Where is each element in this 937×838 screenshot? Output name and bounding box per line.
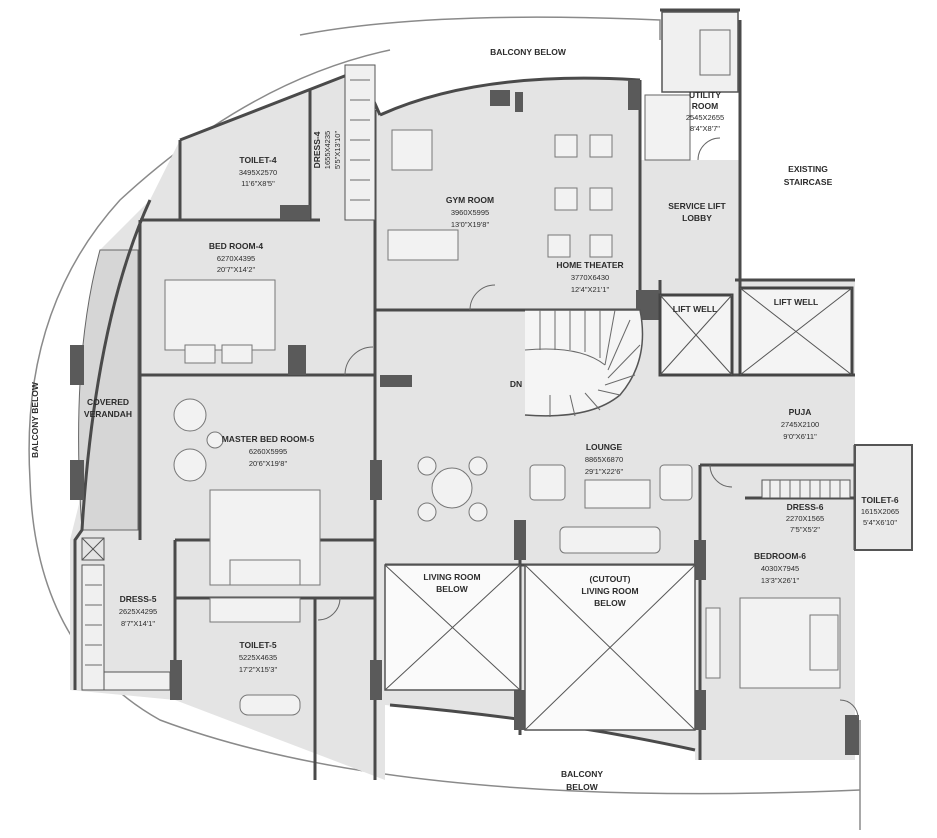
cutout-living-room-1: (CUTOUT)	[590, 574, 631, 584]
lounge-size: 8865X6870	[585, 455, 623, 464]
lift-well-2-label: LIFT WELL	[774, 297, 818, 307]
utility-room-name-2: ROOM	[692, 101, 718, 111]
home-theater-name: HOME THEATER	[556, 260, 623, 270]
master-bed-room-5-size: 6260X5995	[249, 447, 287, 456]
toilet-5-imperial: 17'2"X15'3"	[239, 665, 278, 674]
service-lift-lobby-1: SERVICE LIFT	[668, 201, 726, 211]
master-bed-room-5-name: MASTER BED ROOM-5	[222, 434, 315, 444]
dress-4-imperial: 5'5"X13'10"	[333, 131, 342, 170]
living-room-below-2: BELOW	[436, 584, 469, 594]
toilet-4-name: TOILET-4	[239, 155, 276, 165]
lounge-name: LOUNGE	[586, 442, 623, 452]
toilet-6-name: TOILET-6	[861, 495, 898, 505]
dress-5-name: DRESS-5	[120, 594, 157, 604]
puja-size: 2745X2100	[781, 420, 819, 429]
utility-room-name-1: UTILITY	[689, 90, 721, 100]
toilet-4-imperial: 11'6"X8'5"	[241, 179, 275, 188]
dress-4-size: 1655X4235	[323, 131, 332, 169]
balcony-bottom-label-1: BALCONY	[561, 769, 603, 779]
toilet-6-imperial: 5'4"X6'10"	[863, 518, 897, 527]
balcony-top-label: BALCONY BELOW	[490, 47, 567, 57]
bedroom-6-imperial: 13'3"X26'1"	[761, 576, 800, 585]
structural-columns	[70, 80, 859, 755]
lounge-imperial: 29'1"X22'6"	[585, 467, 624, 476]
existing-staircase-1: EXISTING	[788, 164, 828, 174]
balcony-outline-top	[299, 16, 661, 40]
puja-imperial: 9'0"X6'11"	[783, 432, 817, 441]
dn-label: DN	[510, 379, 522, 389]
utility-room-imperial: 8'4"X8'7"	[690, 124, 720, 133]
internal-staircase	[524, 309, 644, 417]
bed-room-4-imperial: 20'7"X14'2"	[217, 265, 256, 274]
dress-6-name: DRESS-6	[787, 502, 824, 512]
lift-well-shafts	[658, 286, 854, 377]
bedroom-6-size: 4030X7945	[761, 564, 799, 573]
dress-5-size: 2625X4295	[119, 607, 157, 616]
outer-wall-north	[379, 76, 641, 117]
covered-verandah-2: VERANDAH	[84, 409, 132, 419]
dress-6-imperial: 7'5"X5'2"	[790, 525, 820, 534]
dress-4-name: DRESS-4	[312, 131, 322, 168]
bed-room-4-name: BED ROOM-4	[209, 241, 264, 251]
balcony-bottom-label-2: BELOW	[566, 782, 599, 792]
balcony-left-label: BALCONY BELOW	[30, 381, 40, 458]
room-labels: BALCONY BELOW BALCONY BELOW BALCONY BELO…	[30, 47, 899, 792]
furniture	[164, 129, 841, 716]
gym-room-size: 3960X5995	[451, 208, 489, 217]
cutout-living-room-3: BELOW	[594, 598, 627, 608]
bed-room-4-size: 6270X4395	[217, 254, 255, 263]
lift-well-1-label: LIFT WELL	[673, 304, 717, 314]
toilet-5-name: TOILET-5	[239, 640, 276, 650]
living-room-below-1: LIVING ROOM	[423, 572, 480, 582]
cutout-living-room-2: LIVING ROOM	[581, 586, 638, 596]
bedroom-6-name: BEDROOM-6	[754, 551, 806, 561]
covered-verandah-1: COVERED	[87, 397, 129, 407]
master-bed-room-5-imperial: 20'6"X19'8"	[249, 459, 288, 468]
service-lift-lobby-2: LOBBY	[682, 213, 712, 223]
dress-6-size: 2270X1565	[786, 514, 824, 523]
dress-4-wardrobe	[344, 64, 376, 221]
utility-stair	[644, 11, 739, 161]
gym-room-name: GYM ROOM	[446, 195, 494, 205]
toilet-6-size: 1615X2065	[861, 507, 899, 516]
toilet-5-size: 5225X4635	[239, 653, 277, 662]
verandah-area	[78, 249, 139, 531]
existing-staircase-2: STAIRCASE	[784, 177, 833, 187]
door-swings	[317, 137, 859, 719]
dress-5-imperial: 8'7"X14'1"	[121, 619, 155, 628]
toilet-6-block	[761, 444, 913, 551]
home-theater-imperial: 12'4"X21'1"	[571, 285, 610, 294]
home-theater-size: 3770X6430	[571, 273, 609, 282]
cutout-areas	[384, 564, 696, 731]
gym-room-imperial: 13'0"X19'8"	[451, 220, 490, 229]
puja-name: PUJA	[789, 407, 812, 417]
toilet-4-size: 3495X2570	[239, 168, 277, 177]
dress-5-wardrobe	[81, 537, 171, 691]
outer-wall-west	[73, 199, 152, 690]
utility-room-size: 2545X2655	[686, 113, 724, 122]
